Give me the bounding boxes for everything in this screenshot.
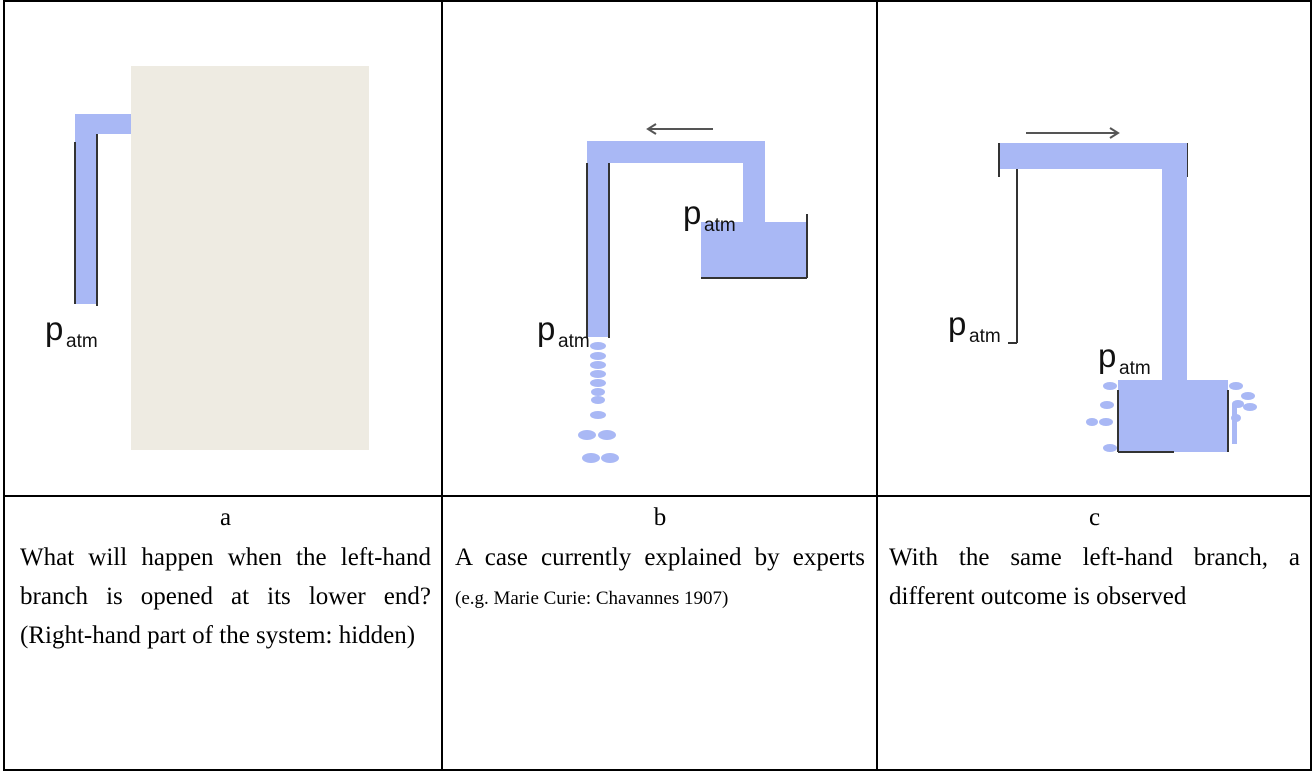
table-row-divider [3,495,1312,497]
patm-label-c-right: p [1098,337,1116,374]
caption-b: b A case currently explained by experts … [455,497,865,618]
caption-c: c With the same left-hand branch, a diff… [889,497,1300,616]
patm-sub-b-top: atm [704,215,736,236]
table-divider-1 [441,0,443,771]
patm-label-a: p [45,310,63,347]
top-tube [75,114,131,134]
siphon-right [743,141,765,231]
table-border-top [3,0,1312,2]
arrow-left-icon [646,123,713,135]
patm-sub-a: atm [66,331,98,352]
figure-a: p atm [5,2,441,496]
hidden-region [131,66,369,450]
reservoir-b [701,222,807,278]
tube-top-c [999,143,1187,169]
patm-label-b-top: p [683,194,701,231]
caption-text-c: With the same left-hand branch, a differ… [889,544,1300,610]
panel-letter-b: b [653,504,667,531]
siphon-top [587,141,765,163]
left-tube [75,114,97,304]
droplets-b [578,342,619,463]
tube-right-c [1162,143,1187,383]
table-divider-2 [876,0,878,771]
patm-sub-c-left: atm [969,326,1001,347]
figure-b: p atm p atm [443,2,876,496]
caption-main-b: A case currently explained by experts [455,544,865,571]
panel-letter-a: a [219,504,232,531]
caption-ref-b: (e.g. Marie Curie: Chavannes 1907) [455,588,729,609]
patm-sub-c-right: atm [1119,358,1151,379]
panel-letter-c: c [1088,504,1101,531]
siphon-left [587,141,609,337]
patm-label-c-left: p [948,305,966,342]
caption-a: a What will happen when the left-hand br… [20,497,431,655]
patm-label-b: p [537,310,555,347]
figure-c: p atm p atm [878,2,1310,496]
table-border-bottom [3,769,1312,771]
table-border-left [3,0,5,771]
caption-text-b: A case currently explained by experts (e… [455,538,865,618]
container-c [1118,380,1228,452]
patm-sub-b: atm [558,331,590,352]
arrow-right-icon [1026,127,1120,139]
caption-text-a: What will happen when the left-hand bran… [20,544,431,649]
droplets-c [1086,382,1257,452]
table-border-right [1310,0,1312,771]
